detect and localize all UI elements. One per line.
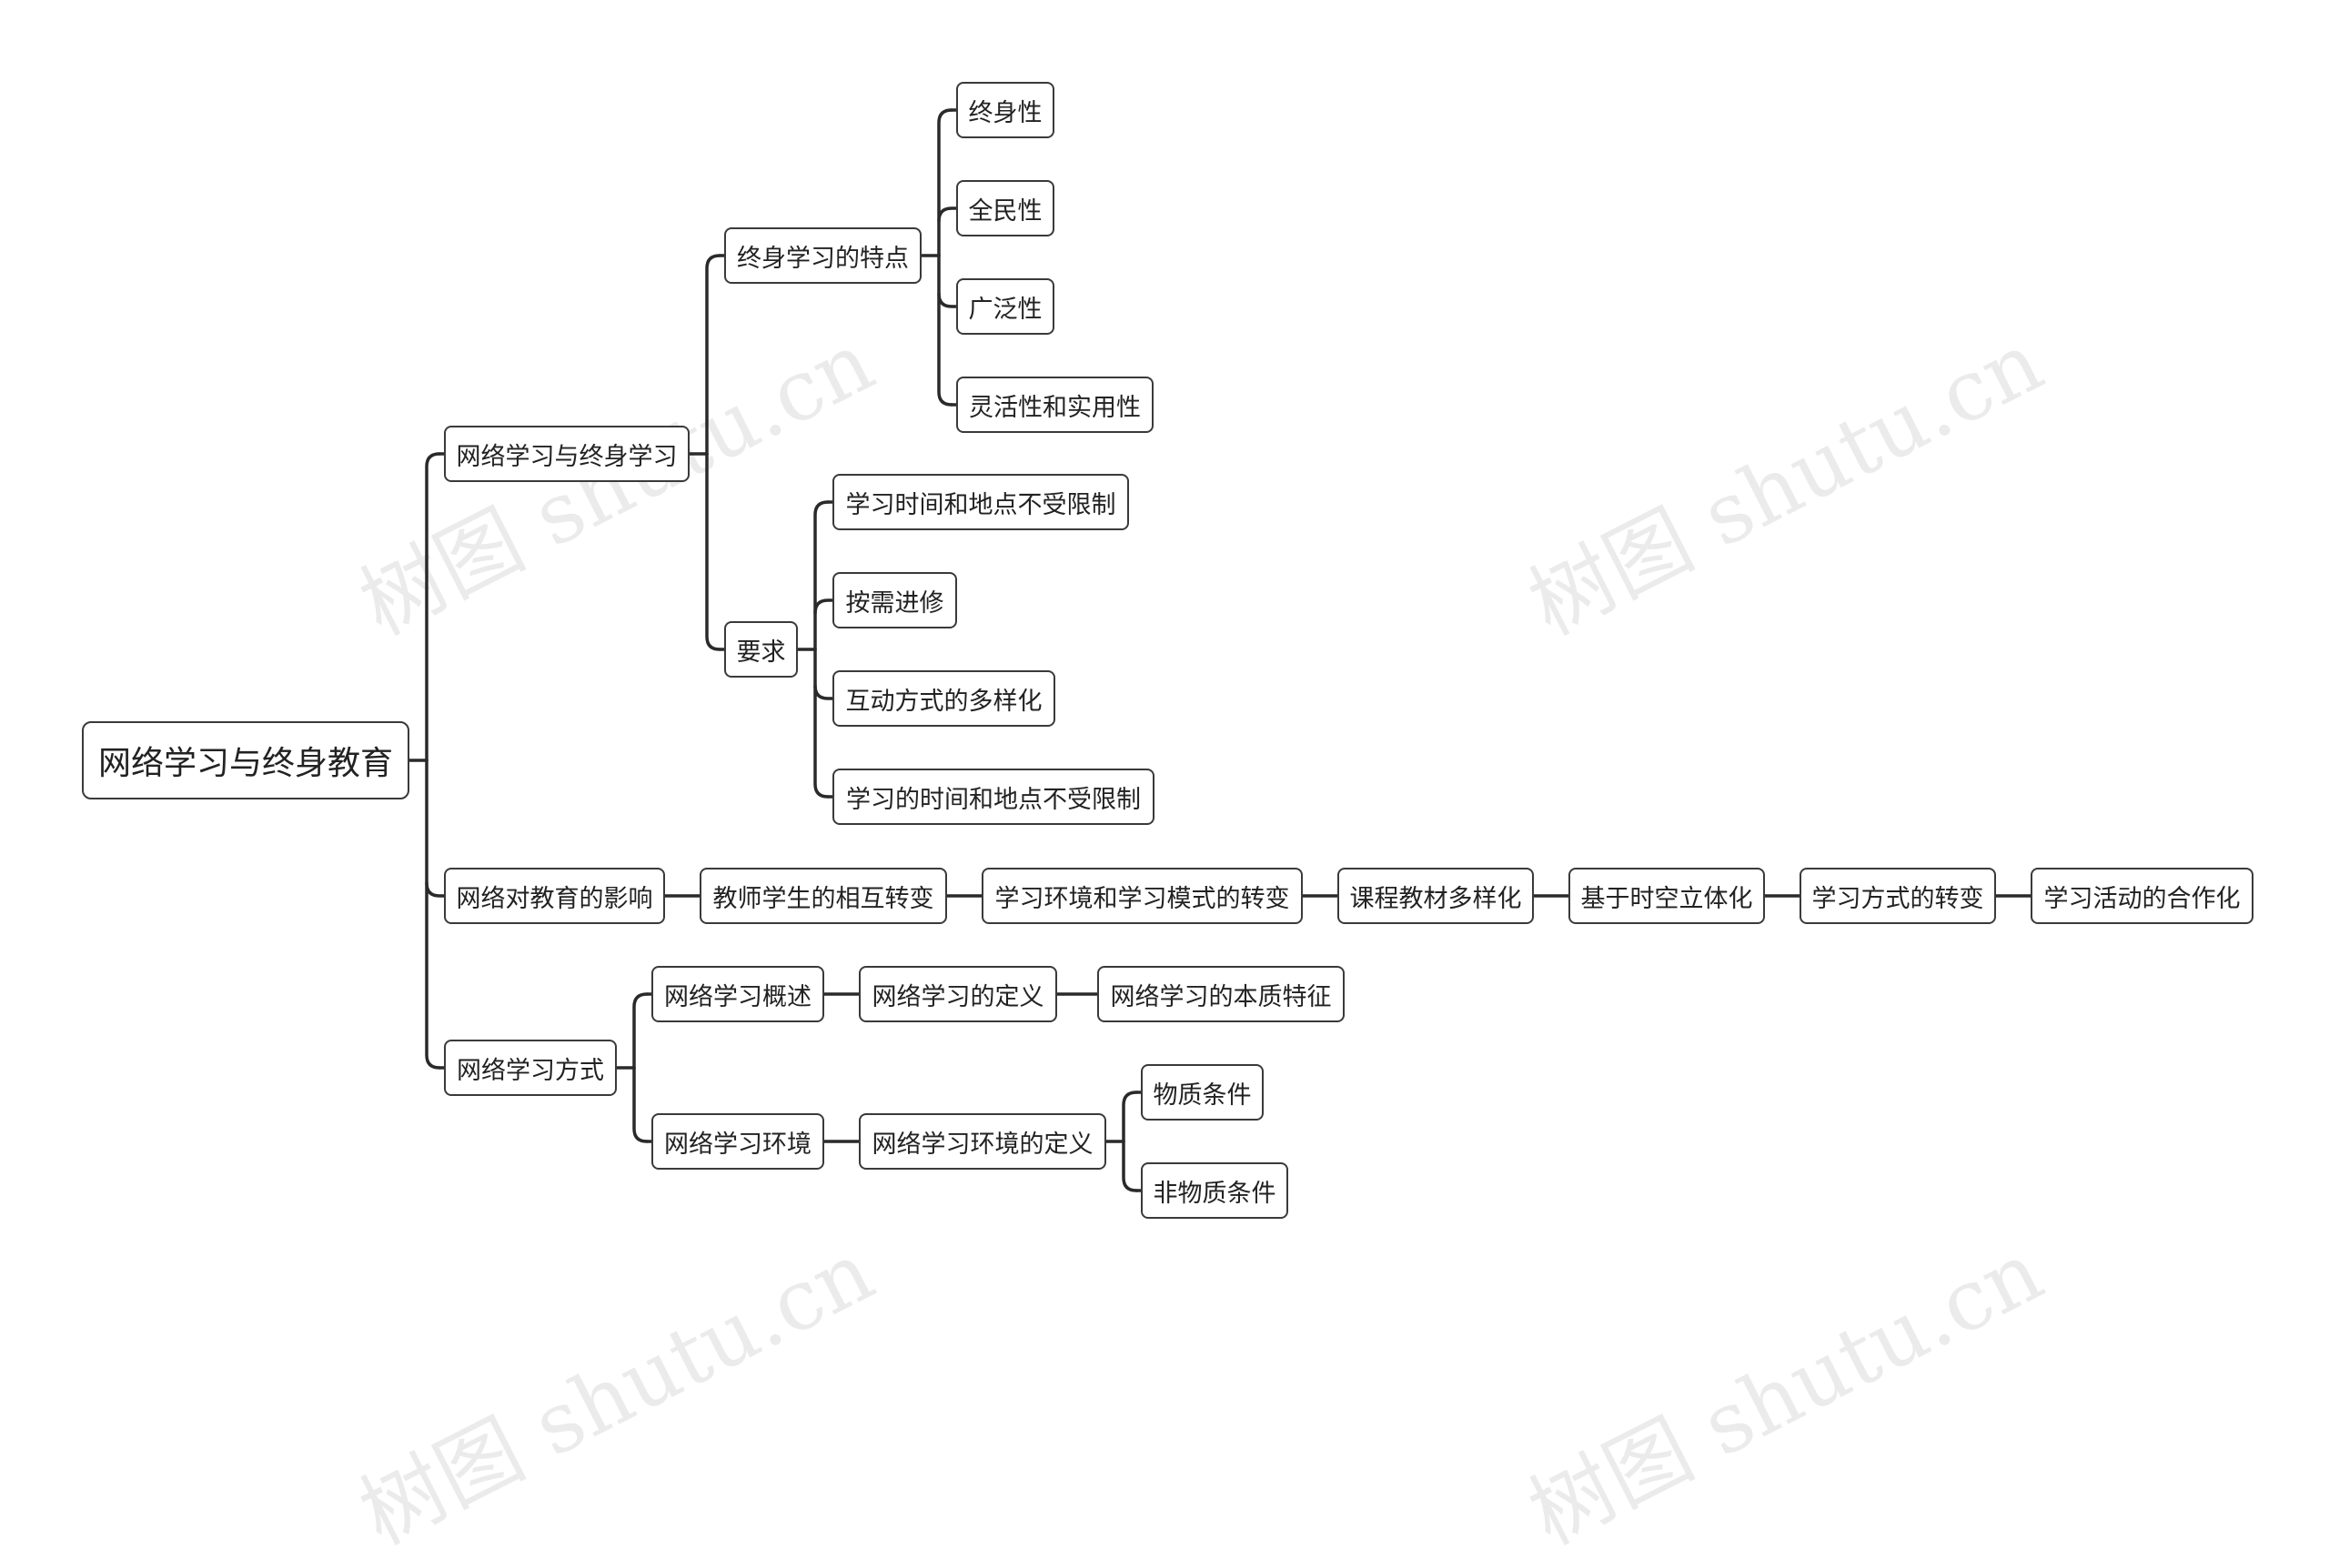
- leaf-requirement[interactable]: 按需进修: [832, 572, 957, 628]
- branch-network-impact-on-education[interactable]: 网络对教育的影响: [444, 868, 665, 924]
- connector-line: [425, 452, 441, 762]
- node-lifelong-learning-features[interactable]: 终身学习的特点: [724, 227, 922, 284]
- connector-line: [937, 108, 953, 257]
- branch-network-learning-mode[interactable]: 网络学习方式: [444, 1040, 617, 1096]
- root-node[interactable]: 网络学习与终身教育: [82, 721, 409, 799]
- node-environment-definition[interactable]: 网络学习环境的定义: [859, 1113, 1106, 1170]
- connector-line: [425, 759, 441, 1070]
- node-network-learning-environment[interactable]: 网络学习环境: [651, 1113, 824, 1170]
- chain-node-impact[interactable]: 基于时空立体化: [1568, 868, 1765, 924]
- connector-line: [813, 598, 834, 615]
- leaf-requirement[interactable]: 互动方式的多样化: [832, 670, 1055, 727]
- leaf-environment-condition[interactable]: 非物质条件: [1141, 1162, 1288, 1219]
- connector-line: [813, 648, 830, 799]
- branch-network-lifelong-learning[interactable]: 网络学习与终身学习: [444, 426, 690, 482]
- connector-line: [632, 992, 649, 1070]
- connector-line: [937, 254, 953, 407]
- chain-node-impact[interactable]: 教师学生的相互转变: [700, 868, 947, 924]
- connector-line: [705, 254, 721, 456]
- connector-line: [632, 1066, 649, 1143]
- connector-line: [1122, 1140, 1138, 1192]
- node-requirements[interactable]: 要求: [724, 621, 798, 678]
- node-network-learning-overview[interactable]: 网络学习概述: [651, 966, 824, 1022]
- mindmap-canvas: 树图 shutu.cn 树图 shutu.cn 树图 shutu.cn 树图 s…: [82, 82, 2253, 1563]
- connector-line: [813, 684, 834, 700]
- leaf-environment-condition[interactable]: 物质条件: [1141, 1064, 1264, 1121]
- chain-node-impact[interactable]: 学习方式的转变: [1800, 868, 1996, 924]
- connector-line: [937, 206, 958, 223]
- chain-node-impact[interactable]: 学习环境和学习模式的转变: [982, 868, 1303, 924]
- leaf-requirement[interactable]: 学习的时间和地点不受限制: [832, 769, 1154, 825]
- leaf-feature[interactable]: 全民性: [956, 180, 1054, 236]
- connector-line: [937, 292, 958, 308]
- chain-node-overview[interactable]: 网络学习的本质特征: [1097, 966, 1345, 1022]
- leaf-requirement[interactable]: 学习时间和地点不受限制: [832, 474, 1129, 530]
- leaf-feature[interactable]: 广泛性: [956, 278, 1054, 335]
- leaf-feature[interactable]: 终身性: [956, 82, 1054, 138]
- connector-line: [425, 881, 446, 898]
- connector-line: [705, 452, 721, 651]
- connector-line: [1122, 1091, 1138, 1143]
- chain-node-overview[interactable]: 网络学习的定义: [859, 966, 1057, 1022]
- connector-line: [813, 500, 830, 651]
- chain-node-impact[interactable]: 课程教材多样化: [1337, 868, 1534, 924]
- chain-node-impact[interactable]: 学习活动的合作化: [2031, 868, 2253, 924]
- connector-lines: [408, 108, 2032, 1192]
- leaf-feature[interactable]: 灵活性和实用性: [956, 377, 1154, 433]
